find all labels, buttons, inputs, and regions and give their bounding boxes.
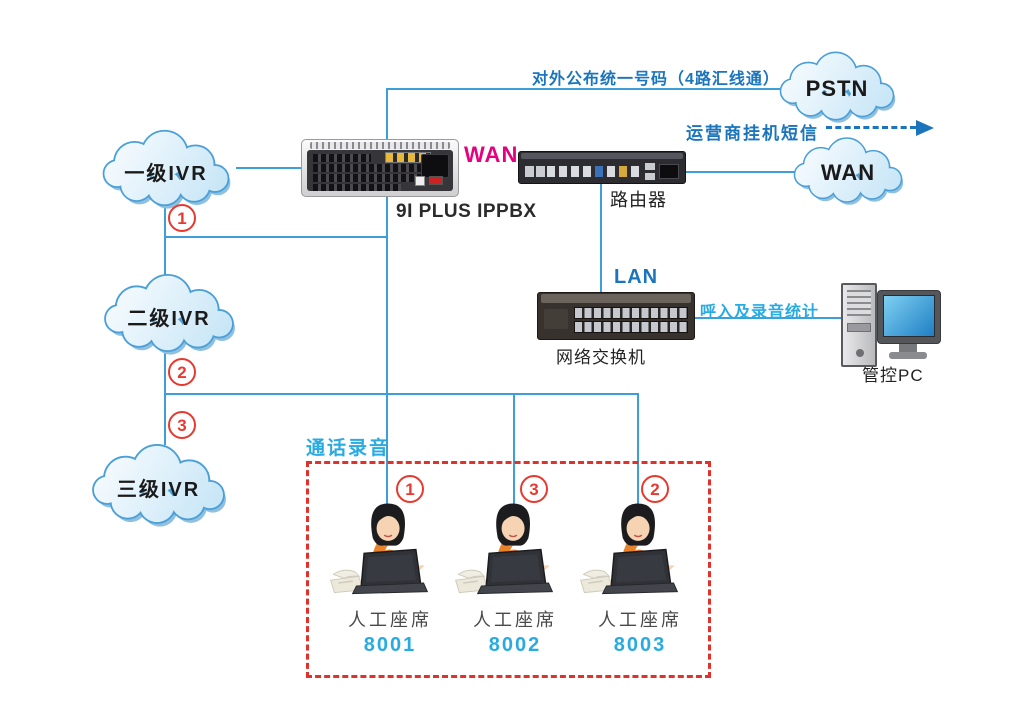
cloud-icon: [102, 129, 231, 209]
monitor-base: [889, 352, 927, 359]
desk-phone-icon: [329, 569, 365, 594]
connector-ivr-branch-upper: [164, 236, 388, 238]
agent-extension: 8003: [613, 634, 667, 656]
pc-tower: [841, 283, 877, 367]
ippbx-usb-port: [415, 176, 425, 186]
ippbx-front-panel: [307, 150, 453, 191]
agent2-badge: 3: [520, 475, 548, 503]
agent-title: 人工座席: [473, 610, 557, 630]
cloud-wan-label: WAN: [820, 160, 876, 185]
laptop-icon: [476, 548, 554, 595]
connector-ivr-branch-lower: [164, 393, 639, 395]
call-recording-label: 通话录音: [306, 438, 391, 459]
call-recording-zone: [306, 461, 711, 678]
cloud-ivr-level1: 一级IVR: [90, 126, 242, 210]
cloud-pstn-label: PSTN: [805, 76, 869, 101]
router-stacked-ports: [645, 162, 655, 180]
agent-workstation-3: 人工座席 8003: [575, 492, 705, 657]
connector-ivr1-ivr2: [164, 202, 166, 276]
router-device: [518, 151, 686, 184]
switch-ports-row2: [574, 321, 688, 333]
cloud-ivr1-label: 一级IVR: [124, 162, 208, 185]
agent-figure-icon: [454, 503, 554, 595]
cloud-wan: WAN: [784, 134, 912, 206]
sms-arrowhead-icon: [916, 120, 934, 136]
cloud-icon: [793, 137, 904, 205]
carrier-sms-label: 运营商挂机短信: [686, 124, 819, 143]
agent1-badge: 1: [396, 475, 424, 503]
agent-workstation-1: 人工座席 8001: [325, 492, 455, 657]
cloud-ivr-level3: 三级IVR: [80, 440, 237, 528]
ippbx-power-module: [421, 154, 449, 178]
ippbx-device: [301, 139, 459, 197]
router-power-inlet: [659, 164, 679, 179]
cloud-icon: [779, 51, 896, 123]
pc-monitor: [877, 290, 941, 344]
agent-extension: 8001: [363, 634, 417, 656]
lan-label: LAN: [614, 266, 659, 288]
pc-screen: [883, 295, 935, 337]
cloud-icon: [104, 273, 235, 355]
network-switch-device: [537, 292, 695, 340]
cloud-ivr-level2: 二级IVR: [93, 270, 245, 356]
call-stats-label: 呼入及录音统计: [700, 304, 820, 321]
agent-extension: 8002: [488, 634, 542, 656]
agent-title: 人工座席: [598, 610, 682, 630]
ippbx-vents: [310, 142, 450, 149]
sms-dashed-line: [826, 126, 916, 129]
connector-pstn-horizontal: [386, 88, 786, 90]
monitor-stand: [899, 344, 917, 353]
ippbx-label: 9I PLUS IPPBX: [396, 201, 537, 222]
router-port: [525, 166, 534, 177]
laptop-icon: [351, 548, 429, 595]
cloud-ivr2-label: 二级IVR: [127, 307, 211, 330]
connector-router-switch: [600, 184, 602, 294]
connector-switch-pc: [694, 317, 844, 319]
agent-figure-icon: [329, 503, 429, 595]
management-pc-label: 管控PC: [862, 366, 924, 385]
public-number-label: 对外公布统一号码（4路汇线通）: [532, 71, 780, 88]
cloud-ivr3-label: 三级IVR: [116, 478, 201, 501]
switch-brand-area: [544, 309, 568, 329]
connector-router-wan: [684, 171, 800, 173]
router-port-blue: [595, 166, 603, 177]
agent-figure-icon: [579, 503, 679, 595]
ivr-badge-1: 1: [168, 204, 196, 232]
agent-title: 人工座席: [348, 610, 432, 630]
agent-workstation-2: 人工座席 8002: [450, 492, 580, 657]
connector-ippbx-agent1: [386, 197, 388, 508]
ippbx-power-switch: [429, 176, 443, 185]
router-port: [536, 166, 545, 177]
connector-agent3-drop: [637, 393, 639, 508]
connector-agent2-drop: [513, 393, 515, 508]
router-label: 路由器: [610, 190, 667, 210]
connector-ivr2-ivr3: [164, 350, 166, 445]
router-port-yellow: [619, 166, 627, 177]
cloud-pstn: PSTN: [768, 48, 906, 124]
connector-ivr1-ippbx: [236, 167, 303, 169]
connector-ippbx-to-pstn-vertical: [386, 88, 388, 141]
wan-port-label: WAN: [464, 142, 519, 167]
switch-ports-row1: [574, 307, 688, 319]
ivr-badge-3: 3: [168, 411, 196, 439]
laptop-icon: [601, 548, 679, 595]
switch-label: 网络交换机: [556, 348, 646, 367]
cloud-icon: [92, 444, 226, 527]
ivr-badge-2: 2: [168, 358, 196, 386]
agent3-badge: 2: [641, 475, 669, 503]
